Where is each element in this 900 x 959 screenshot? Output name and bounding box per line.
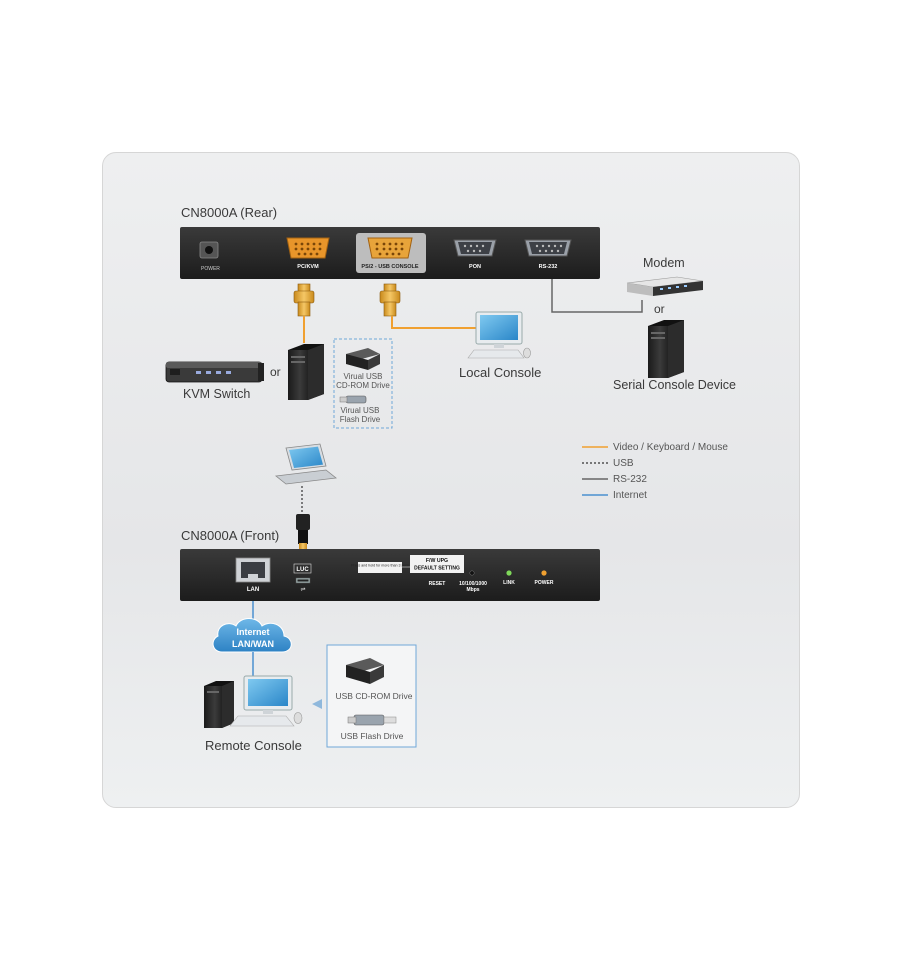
usb-flash-label: USB Flash Drive xyxy=(341,731,404,741)
power-jack-icon xyxy=(199,241,219,259)
rear-title: CN8000A (Rear) xyxy=(181,205,277,220)
speed-label: 10/100/1000 xyxy=(459,581,487,587)
arrow-left-icon xyxy=(312,699,322,709)
usb-flash-drive-icon xyxy=(347,714,397,726)
console-port-icon xyxy=(367,237,413,259)
or-right: or xyxy=(654,302,665,316)
local-console-monitor-icon xyxy=(467,311,531,359)
link-label: LINK xyxy=(503,580,515,586)
default-setting-label: DEFAULT SETTING xyxy=(414,566,460,572)
serial-console-device-label: Serial Console Device xyxy=(613,378,736,392)
usb-port-icon xyxy=(295,577,311,584)
legend-label-video: Video / Keyboard / Mouse xyxy=(613,442,728,453)
kvm-switch-label: KVM Switch xyxy=(183,387,250,401)
pc-tower-icon xyxy=(288,344,324,400)
front-panel xyxy=(180,549,600,601)
legend-label-rs232: RS-232 xyxy=(613,474,647,485)
usb-symbol-icon: ⇌ xyxy=(300,586,305,593)
rs232-line xyxy=(551,279,643,313)
serial-device-tower-icon xyxy=(648,320,684,378)
luc-box xyxy=(293,563,312,574)
modem-icon xyxy=(626,276,704,296)
local-console-label: Local Console xyxy=(459,365,541,380)
legend-label-internet: Internet xyxy=(613,490,647,501)
virtual-flash-drive-icon xyxy=(339,395,367,404)
speed-unit-label: Mbps xyxy=(466,587,479,593)
lan-port-icon xyxy=(235,557,271,583)
fw-upg-label: F/W UPG xyxy=(426,558,448,564)
virtual-usb-box xyxy=(333,338,393,429)
usb-cd-label: USB CD-ROM Drive xyxy=(336,691,413,701)
virtual-flash-label-2: Flash Drive xyxy=(340,415,381,424)
virtual-cd-drive-icon xyxy=(346,348,380,370)
pc-kvm-port-icon xyxy=(286,237,330,259)
console-cable-connector-icon xyxy=(379,283,401,317)
kvm-cable-connector-icon xyxy=(293,283,315,317)
port-label-console: PS/2 - USB CONSOLE xyxy=(361,264,418,270)
press-hold-box xyxy=(358,562,402,573)
press-hold-label: Press and hold for more than 3 secs xyxy=(351,564,409,568)
rear-power-label: POWER xyxy=(201,266,220,272)
front-power-label: POWER xyxy=(535,580,554,586)
legend: Video / Keyboard / Mouse USB RS-232 Inte… xyxy=(582,442,728,501)
laptop-icon xyxy=(275,443,337,485)
fw-upg-box xyxy=(410,555,464,573)
speed-led xyxy=(469,570,475,576)
remote-console-label: Remote Console xyxy=(205,738,302,753)
port-label-pon: PON xyxy=(469,264,481,270)
usb-plug-icon xyxy=(296,514,310,549)
rs232-port-icon xyxy=(524,239,572,257)
link-led xyxy=(506,570,512,576)
front-title: CN8000A (Front) xyxy=(181,528,279,543)
internet-label-2: LAN/WAN xyxy=(232,639,274,649)
port-label-pc-kvm: PC/KVM xyxy=(297,264,319,270)
pon-port-icon xyxy=(453,239,497,257)
remote-tower-icon xyxy=(204,681,234,728)
power-led xyxy=(541,570,547,576)
local-console-video-line xyxy=(391,316,476,329)
virtual-cd-label-2: CD-ROM Drive xyxy=(336,381,390,390)
modem-label: Modem xyxy=(643,256,685,270)
reset-label: RESET xyxy=(429,581,446,587)
legend-label-usb: USB xyxy=(613,458,634,469)
front-lan-label: LAN xyxy=(247,587,259,593)
virtual-cd-label-1: Virual USB xyxy=(344,372,383,381)
remote-monitor-icon xyxy=(229,675,303,727)
usb-cd-drive-icon xyxy=(346,658,384,684)
internet-cloud-icon xyxy=(212,618,292,653)
internet-label-1: Internet xyxy=(236,627,269,637)
virtual-flash-label-1: Virual USB xyxy=(341,406,380,415)
port-label-rs232: RS-232 xyxy=(539,264,558,270)
kvm-switch-icon xyxy=(165,361,264,383)
front-luc-label: LUC xyxy=(296,567,309,573)
or-left: or xyxy=(270,365,281,379)
